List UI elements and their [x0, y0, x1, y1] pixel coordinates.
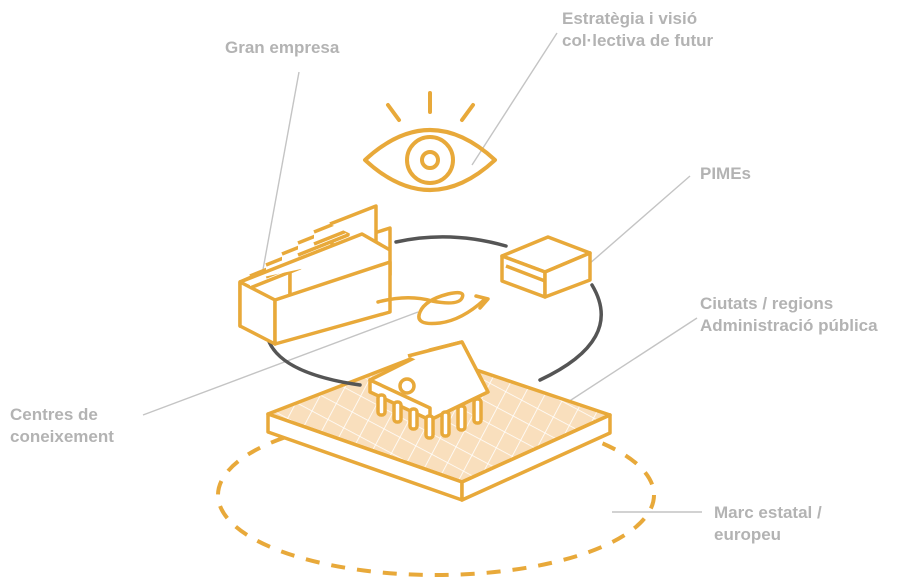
- label-large-company: Gran empresa: [225, 37, 339, 59]
- eye-icon: [363, 91, 497, 192]
- label-cities-line2: Administració pública: [700, 316, 878, 335]
- leader-lines: [142, 32, 702, 513]
- sme-box-icon: [500, 235, 592, 299]
- label-knowledge-line1: Centres de: [10, 405, 98, 424]
- label-knowledge: Centres de coneixement: [10, 404, 114, 448]
- label-cities: Ciutats / regions Administració pública: [700, 293, 878, 337]
- loop-arrow-icon: [376, 290, 490, 326]
- label-smes-line1: PIMEs: [700, 164, 752, 183]
- large-company-icon: [238, 204, 392, 346]
- label-framework: Marc estatal / europeu: [714, 502, 822, 546]
- label-strategy: Estratègia i visió col·lectiva de futur: [562, 8, 713, 52]
- label-strategy-line1: Estratègia i visió: [562, 9, 698, 28]
- label-strategy-line2: col·lectiva de futur: [562, 31, 714, 50]
- label-cities-line1: Ciutats / regions: [700, 294, 834, 313]
- label-framework-line1: Marc estatal /: [714, 503, 822, 522]
- label-knowledge-line2: coneixement: [10, 427, 114, 446]
- label-framework-line2: europeu: [714, 525, 782, 544]
- knowledge-center-icon: [368, 340, 490, 440]
- label-smes: PIMEs: [700, 163, 751, 185]
- label-large-company-line1: Gran empresa: [225, 38, 340, 57]
